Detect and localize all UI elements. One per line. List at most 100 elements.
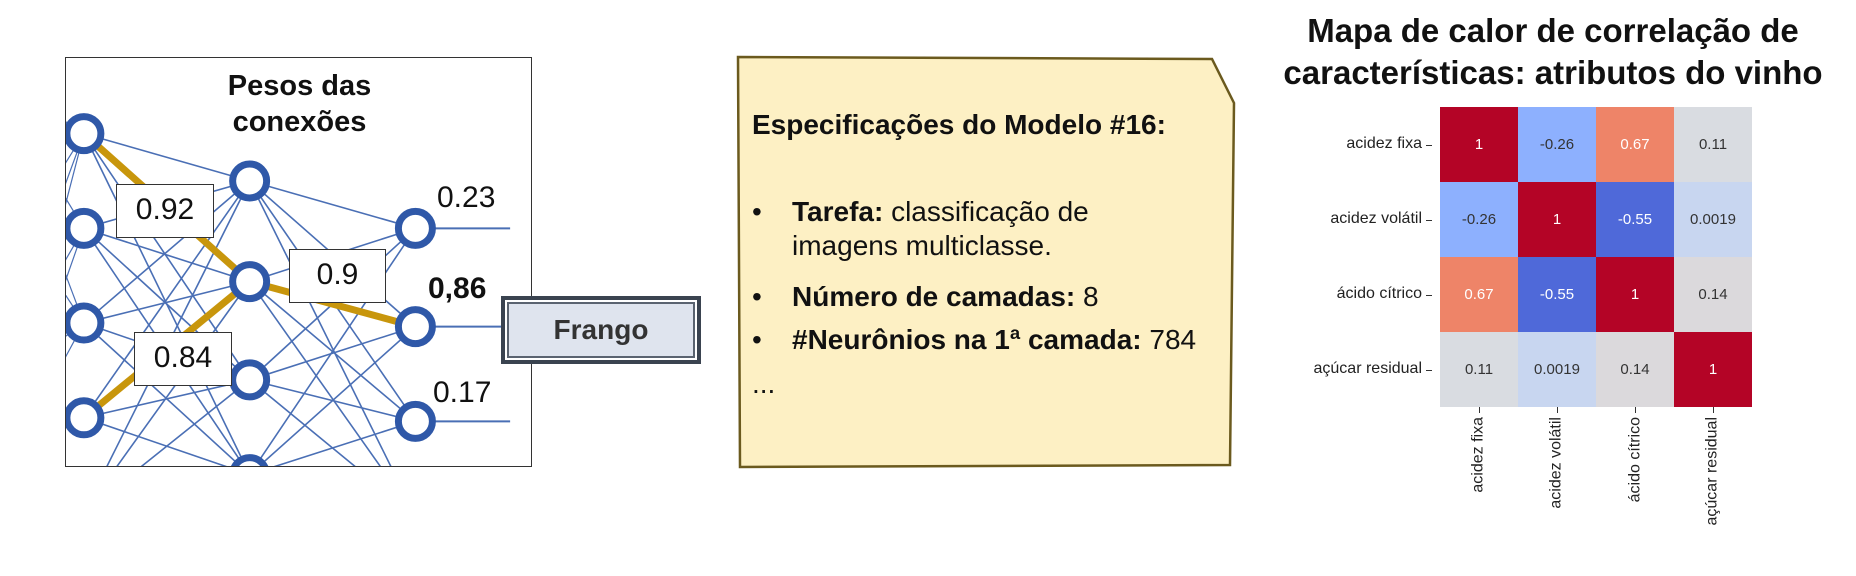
row-label: açúcar residual — [1313, 359, 1423, 377]
connection-line — [66, 322, 85, 358]
bullet-key: #Neurônios na 1ª camada: — [792, 324, 1142, 355]
neuron-node — [66, 207, 105, 249]
neuron-node — [66, 397, 105, 439]
connection-line — [249, 379, 356, 466]
column-labels: acidez fixa acidez volátil ácido cítrico aç… — [1440, 407, 1752, 567]
output-value: 0.17 — [433, 376, 492, 409]
connection-line — [66, 197, 85, 229]
bullet-key: Número de camadas: — [792, 281, 1076, 312]
neuron-node — [394, 306, 436, 348]
note-ellipsis: ... — [752, 368, 776, 399]
heatmap-cell: 0.11 — [1674, 107, 1752, 182]
neuron-node — [394, 207, 436, 249]
note-title: Especificações do Modelo #16: — [752, 109, 1166, 140]
connection-line — [249, 180, 416, 230]
connection-line — [116, 281, 251, 466]
heatmap-cell: 0.0019 — [1518, 332, 1596, 407]
column-label: acidez volátil — [1547, 417, 1565, 509]
title-line-2: características: atributos do vinho — [1283, 54, 1823, 91]
output-value-highlighted: 0,86 — [428, 272, 487, 305]
title-line-2: conexões — [232, 106, 367, 138]
connection-line — [83, 132, 250, 182]
heatmap-cell: -0.55 — [1518, 257, 1596, 332]
bullet-key: Tarefa: — [792, 196, 884, 227]
heatmap-cell: 0.67 — [1440, 257, 1518, 332]
row-labels: acidez fixa acidez volátil ácido cítrico aç… — [1250, 107, 1432, 407]
heatmap-cell: 1 — [1596, 257, 1674, 332]
neuron-node — [229, 359, 271, 401]
column-label: acidez fixa — [1469, 417, 1487, 493]
connection-line — [249, 325, 416, 381]
connection-line — [66, 228, 85, 261]
heatmap-cell: 1 — [1674, 332, 1752, 407]
connection-line — [83, 180, 251, 324]
bullet-layers: • Número de camadas: 8 — [752, 280, 1232, 314]
connection-line — [254, 227, 417, 466]
connection-line — [66, 133, 85, 164]
heatmap-cell: 0.0019 — [1674, 182, 1752, 257]
connection-line — [83, 180, 251, 419]
heatmap-cell: -0.26 — [1518, 107, 1596, 182]
bullet-task: • Tarefa: classificação de imagens multic… — [752, 195, 1232, 263]
neuron-node — [66, 302, 105, 344]
neuron-node — [66, 113, 105, 155]
panel-title: Pesos das conexões — [66, 68, 531, 140]
bullet-neurons: • #Neurônios na 1ª camada: 784 — [752, 323, 1232, 357]
weight-label: 0.92 — [116, 184, 214, 238]
heatmap-cell: 0.14 — [1674, 257, 1752, 332]
column-label: açúcar residual — [1703, 417, 1721, 526]
connection-line — [258, 326, 416, 466]
connection-line — [66, 294, 85, 324]
connection-line — [83, 227, 250, 283]
connection-line — [248, 281, 381, 466]
bullet-value: 8 — [1075, 281, 1099, 312]
title-line-1: Mapa de calor de correlação de — [1307, 12, 1799, 49]
row-label: ácido cítrico — [1336, 284, 1422, 302]
column-tick — [1479, 407, 1480, 413]
heatmap-cell: -0.26 — [1440, 182, 1518, 257]
connection-weights-panel: Pesos das conexões 0.92 0.9 0.84 0.23 0,… — [65, 57, 532, 467]
output-value: 0.23 — [437, 181, 496, 214]
connection-line — [66, 228, 85, 282]
neuron-node — [394, 400, 436, 442]
connection-line — [66, 273, 85, 324]
bullet-icon: • — [752, 324, 762, 355]
neuron-node — [231, 454, 269, 466]
column-label: ácido cítrico — [1626, 417, 1644, 503]
row-tick — [1426, 294, 1432, 296]
heatmap-title: Mapa de calor de correlação de caracterí… — [1250, 10, 1856, 94]
bullet-value: 784 — [1141, 324, 1197, 355]
bullet-value-continued: imagens multiclasse. — [792, 230, 1052, 261]
connection-line — [248, 180, 392, 466]
bullet-value: classificação de — [883, 196, 1089, 227]
heatmap-cell: 0.14 — [1596, 332, 1674, 407]
heatmap-cell: 0.11 — [1440, 332, 1518, 407]
neuron-node — [229, 160, 271, 202]
bullet-icon: • — [752, 281, 762, 312]
neuron-node — [229, 261, 271, 303]
column-tick — [1557, 407, 1558, 413]
note-background — [736, 55, 1236, 469]
connection-line — [66, 133, 85, 185]
column-tick — [1713, 407, 1714, 413]
connection-line — [83, 280, 250, 324]
connection-line — [273, 420, 416, 466]
model-spec-note: Especificações do Modelo #16: • Tarefa: c… — [734, 53, 1237, 471]
row-label: acidez fixa — [1346, 134, 1422, 152]
column-tick — [1635, 407, 1636, 413]
heatmap-cell: 0.67 — [1596, 107, 1674, 182]
title-line-1: Pesos das — [227, 70, 372, 102]
heatmap-cell: -0.55 — [1596, 182, 1674, 257]
connection-line — [83, 379, 250, 419]
connection-line — [140, 379, 251, 466]
weight-label: 0.84 — [134, 332, 232, 386]
row-tick — [1426, 369, 1432, 371]
row-tick — [1426, 219, 1432, 221]
heatmap-cell: 1 — [1440, 107, 1518, 182]
row-label: acidez volátil — [1330, 209, 1422, 227]
weight-label: 0.9 — [289, 249, 386, 303]
bullet-icon: • — [752, 196, 762, 227]
connection-line — [66, 133, 85, 205]
heatmap-cell: 1 — [1518, 182, 1596, 257]
